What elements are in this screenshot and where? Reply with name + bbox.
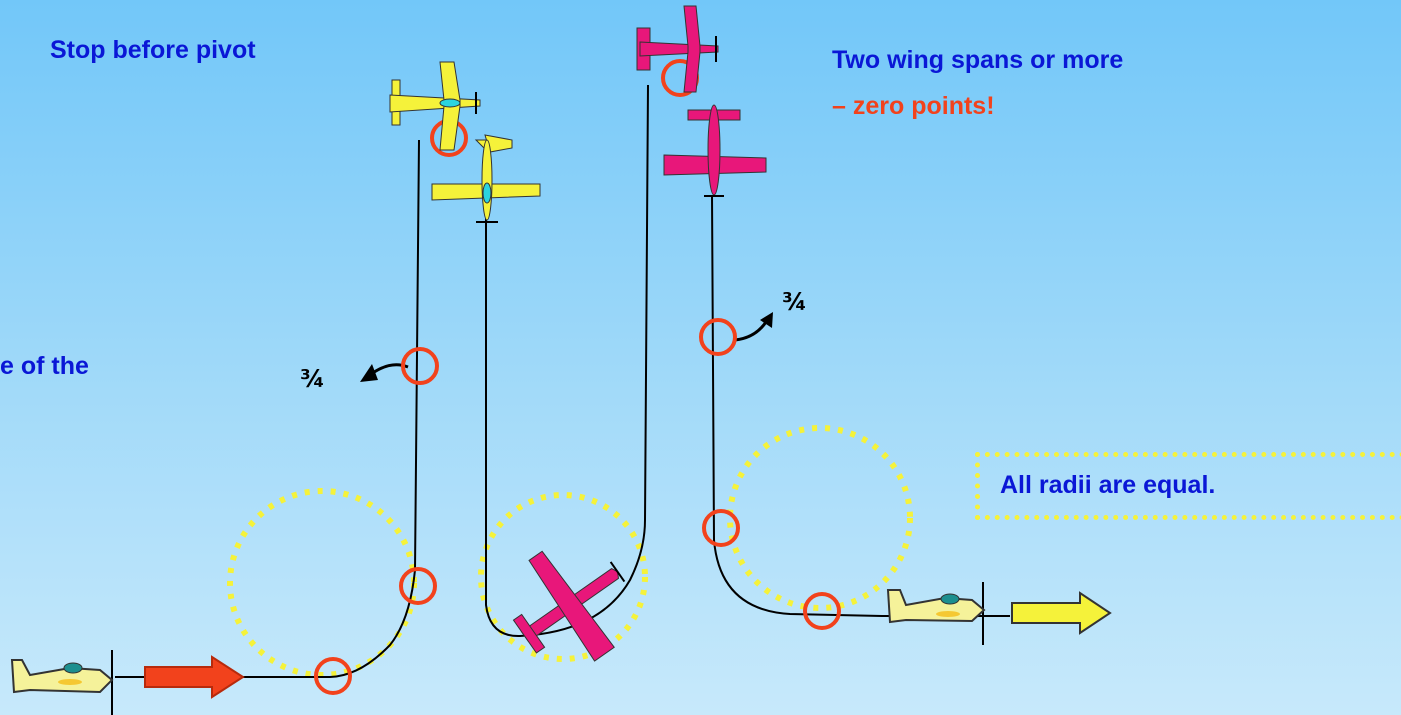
three-quarter-roll-right: ¾ bbox=[782, 288, 807, 316]
roll-arrow-right bbox=[735, 322, 766, 340]
entry-arrow bbox=[145, 657, 243, 697]
pink-plane-vertical-icon bbox=[664, 105, 766, 196]
wing-spans-text: Two wing spans or more bbox=[832, 46, 1123, 74]
exit-plane-icon bbox=[888, 582, 984, 645]
three-quarter-roll-left: ¾ bbox=[300, 365, 325, 393]
wing-spans-label-line2: – zero points! bbox=[832, 92, 995, 121]
zero-points-text: zero points! bbox=[853, 92, 995, 120]
pink-plane-horizontal-icon bbox=[637, 6, 718, 92]
flight-path-left bbox=[115, 140, 419, 677]
partial-label: e of the bbox=[0, 352, 89, 381]
marker-circle bbox=[401, 569, 435, 603]
wing-spans-label-line1: Two wing spans or more bbox=[832, 46, 1123, 75]
flight-path-middle bbox=[486, 85, 648, 636]
marker-circle bbox=[805, 594, 839, 628]
marker-circle bbox=[704, 511, 738, 545]
entry-plane-icon bbox=[12, 650, 112, 715]
flight-path-right bbox=[712, 195, 1010, 616]
stop-before-pivot-label: Stop before pivot bbox=[50, 36, 256, 65]
marker-circle bbox=[701, 320, 735, 354]
all-radii-label: All radii are equal. bbox=[1000, 471, 1215, 500]
all-radii-callout: All radii are equal. bbox=[975, 452, 1401, 520]
turn-radius-guide-right bbox=[730, 428, 910, 608]
roll-arrowhead-left bbox=[360, 364, 378, 382]
exit-arrow bbox=[1012, 593, 1110, 633]
wing-spans-dash: – bbox=[832, 92, 846, 120]
